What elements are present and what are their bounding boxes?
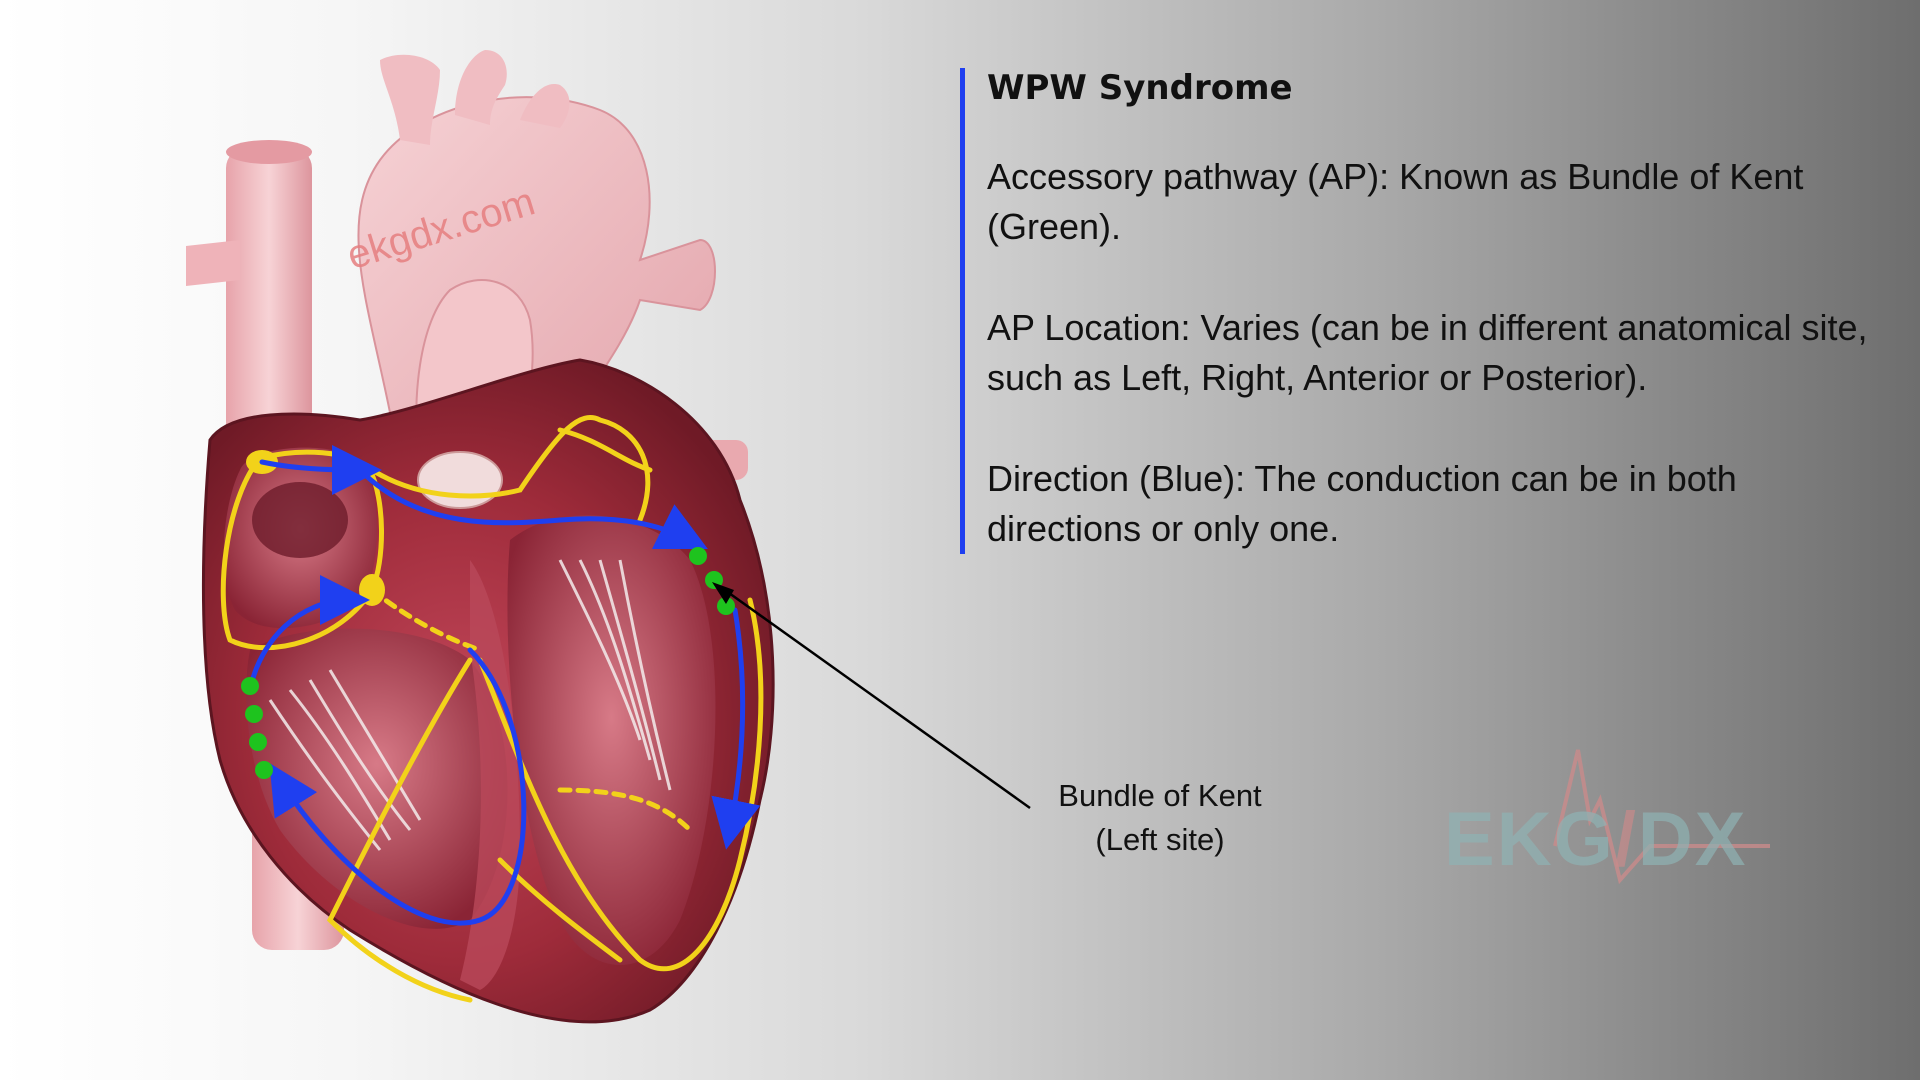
kent-dot-right-4 [255,761,273,779]
kent-dot-left-3 [717,597,735,615]
septum [460,560,520,990]
left-bundle-branch [477,597,764,972]
direction-description: Direction (Blue): The conduction can be … [987,458,1737,549]
aortic-branch-1 [380,54,440,145]
info-panel: WPW Syndrome Accessory pathway (AP): Kno… [960,68,1887,554]
kent-dot-left-1 [689,547,707,565]
aortic-branch-2 [455,50,507,125]
atrial-loop-arrow [259,444,382,495]
kent-dot-right-2 [245,705,263,723]
av-bundle-dashed [369,587,483,653]
aortic-valve [417,451,503,509]
septal-down-arrow [269,647,527,926]
bundle-of-kent-label: Bundle of Kent (Left site) [1030,774,1290,862]
svc-opening [226,140,312,164]
logo-slash: / [1614,797,1638,882]
panel-title: WPW Syndrome [987,68,1293,108]
left-ventricle-down-arrow [711,607,761,850]
accessory-pathway-description: Accessory pathway (AP): Known as Bundle … [987,156,1804,247]
left-vessel-stub [186,240,240,286]
right-side-arrow [247,575,370,693]
location-description: AP Location: Varies (can be in different… [987,307,1868,398]
callout-arrowhead [712,582,734,604]
atrial-to-left-arrow [357,467,708,549]
dashed-branch [557,787,693,833]
av-node [359,574,385,606]
logo-text-right: DX [1637,797,1748,882]
right-bundle-branch [326,657,473,1003]
logo-text-left: EKG [1444,797,1615,882]
kent-dot-right-1 [241,677,259,695]
callout-line1: Bundle of Kent [1058,778,1262,813]
ekgdx-logo: EKG/DX [1444,796,1747,883]
left-ventricle-chamber [507,515,716,965]
upper-left-branch [557,427,653,473]
conduction-direction-arrows [247,444,761,926]
aortic-branch-3 [520,84,570,128]
atrial-opening [252,482,348,558]
callout-line [721,586,1031,810]
logo-ekg-wave [1553,749,1770,885]
kent-dot-right-3 [249,733,267,751]
callout-line2: (Left site) [1095,822,1225,857]
